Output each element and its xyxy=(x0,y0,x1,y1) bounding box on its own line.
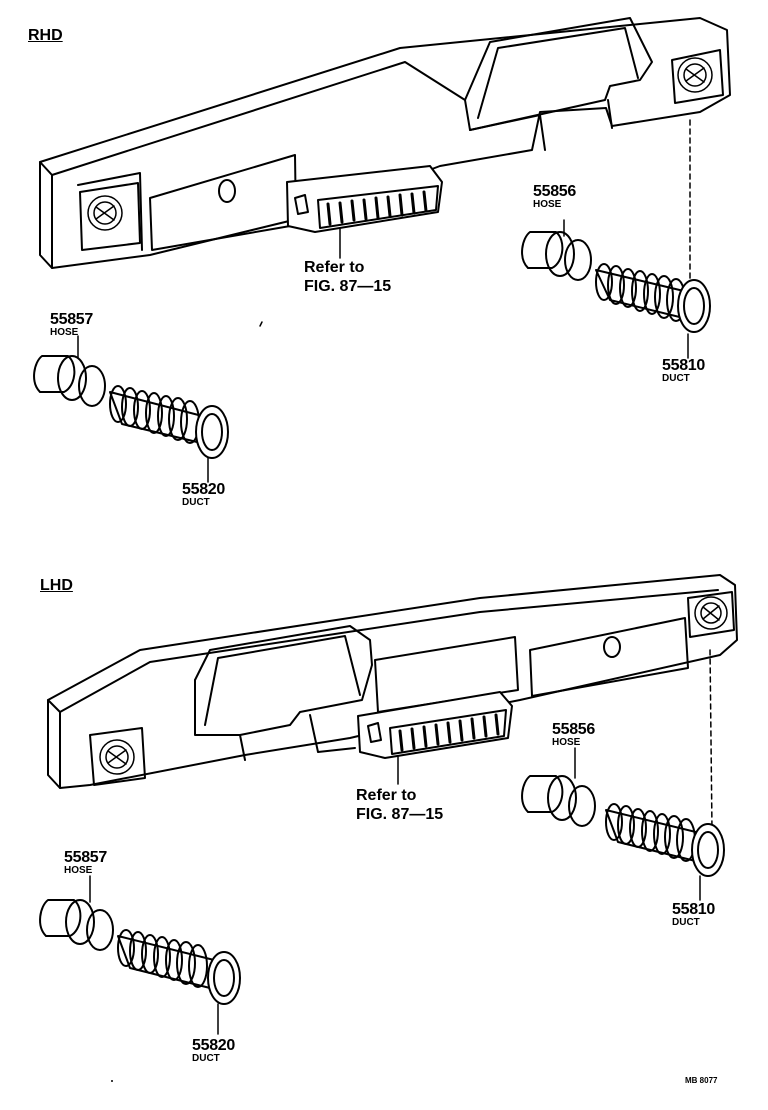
rhd-hose-55857-icon xyxy=(33,335,106,407)
part-number: 55857 xyxy=(64,849,107,866)
lhd-part-55810-label: 55810 DUCT xyxy=(672,902,715,928)
part-name: DUCT xyxy=(662,373,690,384)
rhd-dashboard-panel xyxy=(39,17,731,291)
rhd-part-55820-label: 55820 DUCT xyxy=(182,482,225,508)
lhd-hose-55857-icon xyxy=(39,875,114,951)
lhd-refer-to-label: Refer to FIG. 87—15 xyxy=(356,786,443,824)
rhd-part-55856-label: 55856 HOSE xyxy=(533,184,576,210)
lhd-right-vent-icon xyxy=(694,596,728,630)
lhd-part-55820-label: 55820 DUCT xyxy=(192,1038,235,1064)
part-number: 55820 xyxy=(192,1037,235,1054)
part-name: HOSE xyxy=(64,865,93,876)
part-number: 55820 xyxy=(182,481,225,498)
lhd-refer-line1: Refer to xyxy=(356,787,417,804)
rhd-hose-55856-icon xyxy=(521,219,592,281)
rhd-part-55810-label: 55810 DUCT xyxy=(662,358,705,384)
part-name: DUCT xyxy=(672,917,700,928)
part-name: DUCT xyxy=(192,1053,220,1064)
part-name: DUCT xyxy=(182,497,210,508)
rhd-right-vent-icon xyxy=(677,57,713,93)
part-number: 55810 xyxy=(672,901,715,918)
part-number: 55857 xyxy=(50,311,93,328)
diagram-code: MB 8077 xyxy=(685,1076,718,1085)
lhd-part-55857-label: 55857 HOSE xyxy=(64,850,107,876)
part-name: HOSE xyxy=(533,199,562,210)
rhd-duct-55820-icon xyxy=(109,385,229,483)
rhd-center-vent-icon xyxy=(286,165,443,259)
part-name: HOSE xyxy=(552,737,581,748)
rhd-refer-line1: Refer to xyxy=(304,259,365,276)
part-number: 55810 xyxy=(662,357,705,374)
lhd-dashboard-panel xyxy=(47,574,738,831)
part-number: 55856 xyxy=(552,721,595,738)
lhd-refer-line2: FIG. 87—15 xyxy=(356,806,444,823)
rhd-duct-55810-icon xyxy=(595,263,711,359)
lhd-center-vent-icon xyxy=(357,691,513,785)
section-title-rhd: RHD xyxy=(28,27,63,44)
lhd-hose-55856-icon xyxy=(521,747,596,827)
rhd-left-vent-icon xyxy=(87,195,123,231)
lhd-left-vent-icon xyxy=(99,739,135,775)
part-name: HOSE xyxy=(50,327,79,338)
lhd-duct-55810-icon xyxy=(605,803,725,901)
part-number: 55856 xyxy=(533,183,576,200)
lhd-duct-55820-icon xyxy=(117,929,241,1035)
rhd-part-55857-label: 55857 HOSE xyxy=(50,312,93,338)
section-title-lhd: LHD xyxy=(40,577,73,594)
rhd-refer-to-label: Refer to FIG. 87—15 xyxy=(304,258,391,296)
lhd-part-55856-label: 55856 HOSE xyxy=(552,722,595,748)
rhd-refer-line2: FIG. 87—15 xyxy=(304,278,392,295)
